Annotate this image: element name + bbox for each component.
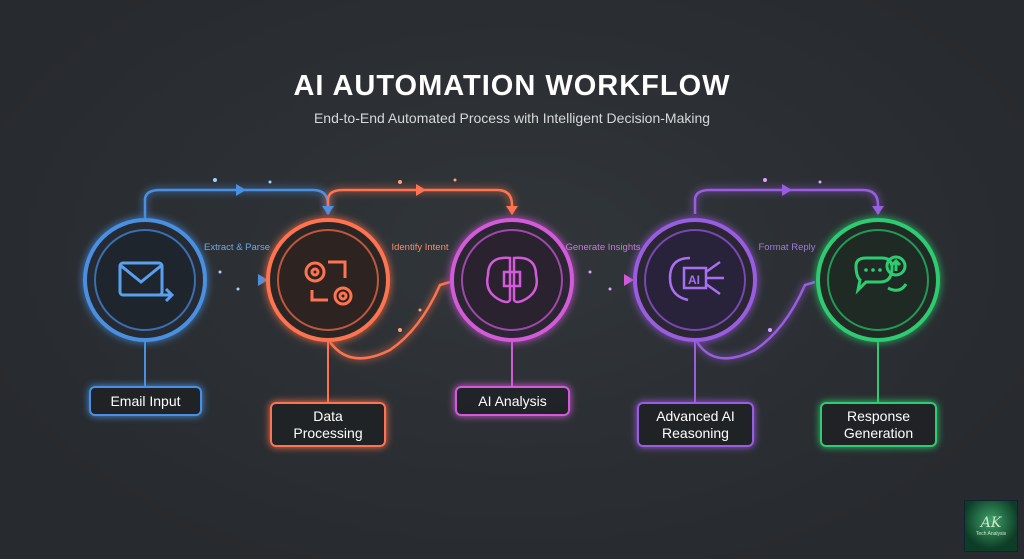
node-email-input — [83, 218, 207, 342]
page-title: AI AUTOMATION WORKFLOW — [293, 70, 731, 102]
chat-bubbles-icon — [854, 255, 908, 295]
label-ai-analysis: AI Analysis — [455, 386, 570, 416]
connector-label-format-reply: Format Reply — [758, 242, 816, 253]
gears-cycle-icon — [304, 260, 353, 306]
brain-chip-icon — [486, 256, 538, 304]
ai-brain-circuit-icon: AI — [668, 256, 724, 302]
node-advanced-ai-reasoning: AI — [633, 218, 757, 342]
connector-label-identify-intent: Identify Intent — [391, 242, 449, 253]
label-email-input: Email Input — [89, 386, 202, 416]
node-data-processing — [266, 218, 390, 342]
label-advanced-ai-reasoning: Advanced AI Reasoning — [637, 402, 754, 447]
node-ai-analysis — [450, 218, 574, 342]
logo-mark: AK — [980, 515, 1002, 531]
node-response-generation — [816, 218, 940, 342]
brand-logo: AK Tech Analysis — [964, 500, 1018, 552]
connector-label-extract-parse: Extract & Parse — [204, 242, 270, 253]
label-data-processing: Data Processing — [270, 402, 386, 447]
page-subtitle: End-to-End Automated Process with Intell… — [313, 110, 711, 126]
logo-text: Tech Analysis — [975, 531, 1007, 537]
flow-arc-4 — [693, 188, 880, 214]
envelope-arrow-icon — [118, 261, 175, 303]
label-response-generation: Response Generation — [820, 402, 937, 447]
svg-text:AI: AI — [688, 273, 700, 287]
flow-arc-2 — [326, 188, 514, 214]
connector-label-generate-insights: Generate Insights — [565, 242, 641, 253]
